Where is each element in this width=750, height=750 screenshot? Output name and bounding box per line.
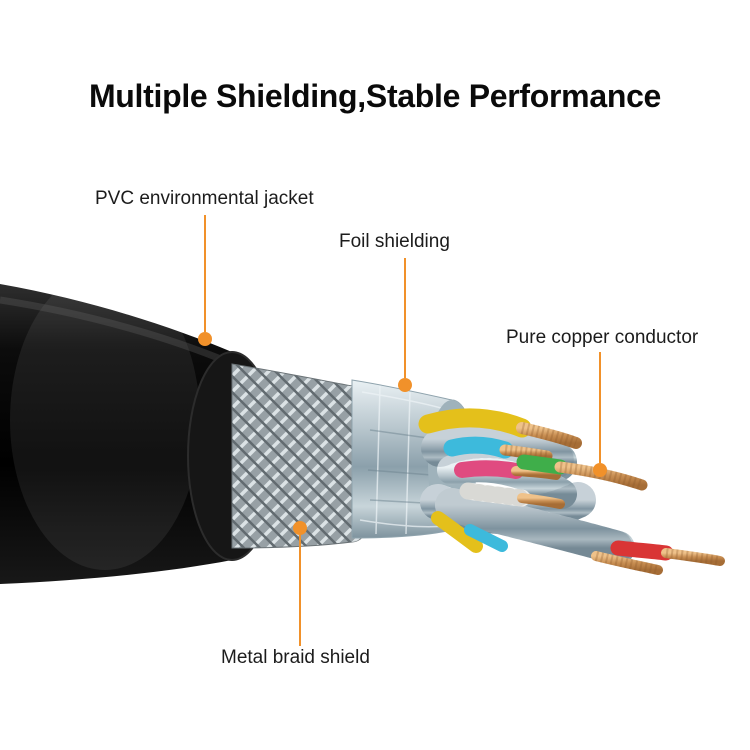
- wire-cyan: [443, 436, 553, 462]
- page-title: Multiple Shielding,Stable Performance: [88, 78, 662, 114]
- callout-line-braid: [299, 535, 301, 646]
- wire-white: [459, 482, 565, 509]
- callout-dot-copper: [593, 463, 607, 477]
- label-pvc-jacket: PVC environmental jacket: [95, 188, 314, 209]
- label-metal-braid-shield: Metal braid shield: [221, 647, 370, 668]
- wire-cyan-lower: [464, 524, 508, 552]
- callout-dot-foil: [398, 378, 412, 392]
- callout-line-copper: [599, 352, 601, 463]
- label-foil-shielding: Foil shielding: [339, 231, 450, 252]
- label-pure-copper-conductor: Pure copper conductor: [506, 327, 699, 348]
- callout-line-pvc: [204, 215, 206, 332]
- wire-yellow-top: [418, 408, 582, 449]
- callout-dot-pvc: [198, 332, 212, 346]
- callout-line-foil: [404, 258, 406, 378]
- twisted-pair-lower: [435, 488, 725, 575]
- callout-dot-braid: [293, 521, 307, 535]
- wire-yellow-lower: [431, 511, 483, 553]
- wire-pink: [454, 460, 561, 480]
